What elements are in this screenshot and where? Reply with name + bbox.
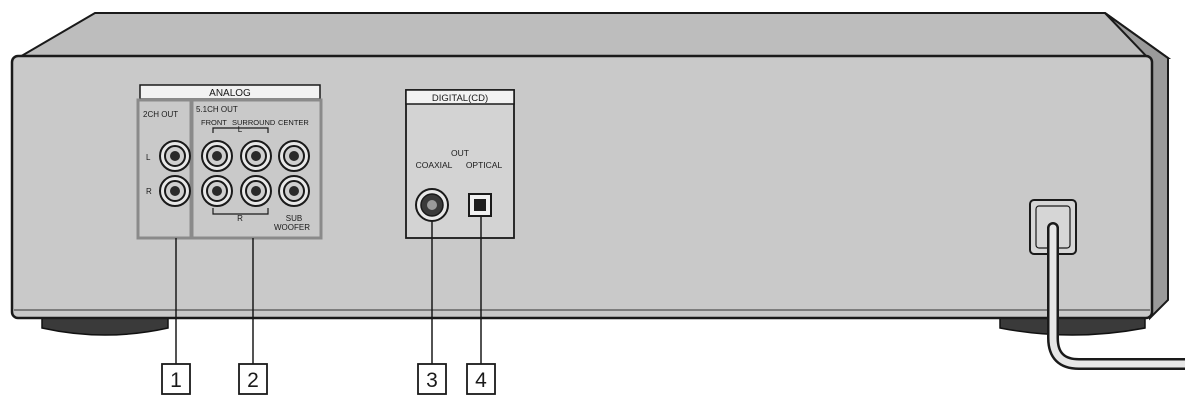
5-1ch-out-label: 5.1CH OUT (196, 105, 238, 114)
l-group-bracket (212, 127, 269, 133)
analog-section: ANALOG 2CH OUT 5.1CH OUT FRONT SURROUND … (136, 84, 323, 240)
svg-text:3: 3 (426, 369, 438, 392)
2ch-out-label: 2CH OUT (143, 110, 178, 119)
coaxial-label: COAXIAL (416, 160, 453, 170)
rca-jack-center[interactable] (278, 140, 310, 172)
sub-label: SUB (286, 214, 302, 223)
digital-header-box (405, 89, 515, 105)
front-label: FRONT (201, 118, 227, 127)
coaxial-jack[interactable] (415, 188, 449, 222)
callout-leaders (175, 216, 482, 364)
rca-jack-subwoofer[interactable] (278, 175, 310, 207)
rca-jack-surround-r[interactable] (240, 175, 272, 207)
callout-4: 4 (466, 363, 496, 395)
rca-jack-2ch-r[interactable] (159, 175, 191, 207)
l-group-label: L (238, 125, 243, 134)
woofer-label: WOOFER (274, 223, 310, 232)
callout-2: 2 (238, 363, 268, 395)
analog-header: ANALOG (209, 88, 251, 99)
rca-jack-front-r[interactable] (201, 175, 233, 207)
rca-jack-front-l[interactable] (201, 140, 233, 172)
optical-jack[interactable] (468, 193, 492, 217)
rca-jack-surround-l[interactable] (240, 140, 272, 172)
digital-section: DIGITAL(CD) OUT COAXIAL OPTICAL (405, 89, 515, 239)
chassis (10, 12, 1172, 321)
svg-text:1: 1 (170, 369, 182, 392)
callout-3: 3 (417, 363, 447, 395)
svg-text:2: 2 (247, 369, 259, 392)
digital-header: DIGITAL(CD) (432, 93, 488, 104)
center-label: CENTER (278, 118, 309, 127)
optical-label: OPTICAL (466, 160, 503, 170)
surround-label: SURROUND (232, 118, 276, 127)
right-foot (999, 315, 1146, 336)
rear-panel (10, 54, 1154, 320)
5-1ch-out-frame (190, 98, 323, 240)
out-label: OUT (451, 148, 469, 158)
rca-jack-2ch-l[interactable] (159, 140, 191, 172)
power-cord (1029, 199, 1185, 370)
left-foot (41, 315, 169, 336)
right-channel-label: R (146, 187, 152, 196)
r-group-bracket (212, 208, 269, 215)
callout-1: 1 (161, 363, 191, 395)
svg-text:4: 4 (475, 369, 487, 392)
left-channel-label: L (146, 153, 151, 162)
r-group-label: R (237, 214, 243, 223)
